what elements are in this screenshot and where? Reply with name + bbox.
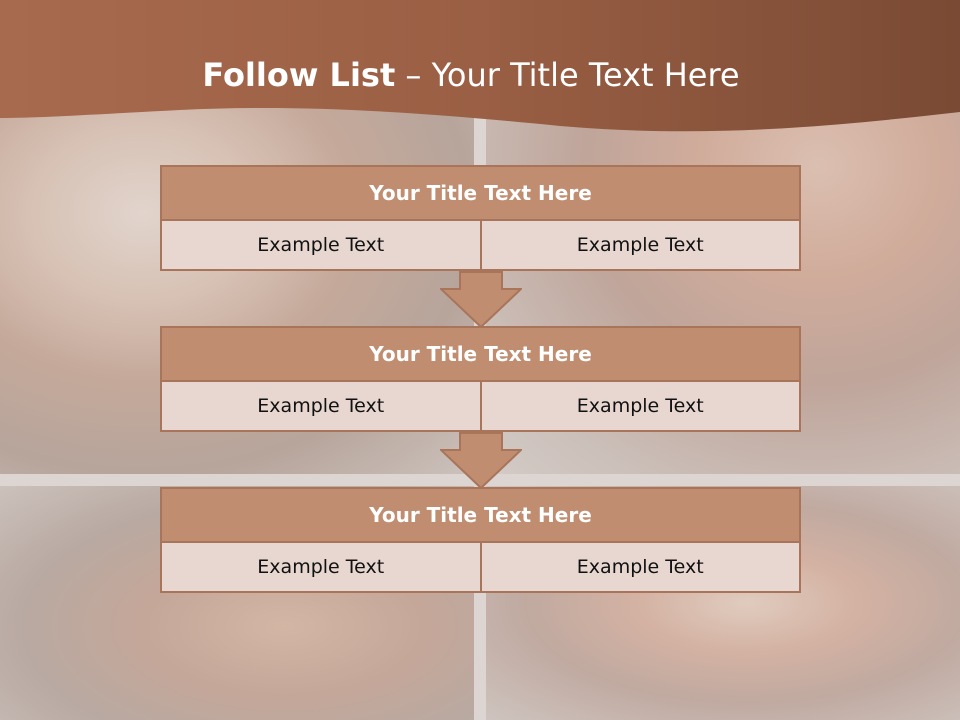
step-box-1: Your Title Text Here Example Text Exampl… [160,165,801,271]
step-title: Your Title Text Here [160,487,801,543]
step-cell-right: Example Text [481,382,801,432]
slide-title: Follow List – Your Title Text Here [0,52,942,98]
step-title: Your Title Text Here [160,165,801,221]
step-row: Example Text Example Text [160,382,801,432]
step-title: Your Title Text Here [160,326,801,382]
step-cell-right: Example Text [481,543,801,593]
step-row: Example Text Example Text [160,543,801,593]
step-box-2: Your Title Text Here Example Text Exampl… [160,326,801,432]
down-arrow-icon [440,432,522,490]
step-row: Example Text Example Text [160,221,801,271]
down-arrow-icon [440,271,522,329]
step-cell-left: Example Text [160,543,482,593]
header-wave [0,0,960,132]
slide-title-rest: – Your Title Text Here [395,56,740,94]
step-cell-left: Example Text [160,221,482,271]
step-box-3: Your Title Text Here Example Text Exampl… [160,487,801,593]
step-cell-right: Example Text [481,221,801,271]
slide-title-bold: Follow List [202,56,396,94]
header-band: Follow List – Your Title Text Here [0,0,960,140]
step-cell-left: Example Text [160,382,482,432]
